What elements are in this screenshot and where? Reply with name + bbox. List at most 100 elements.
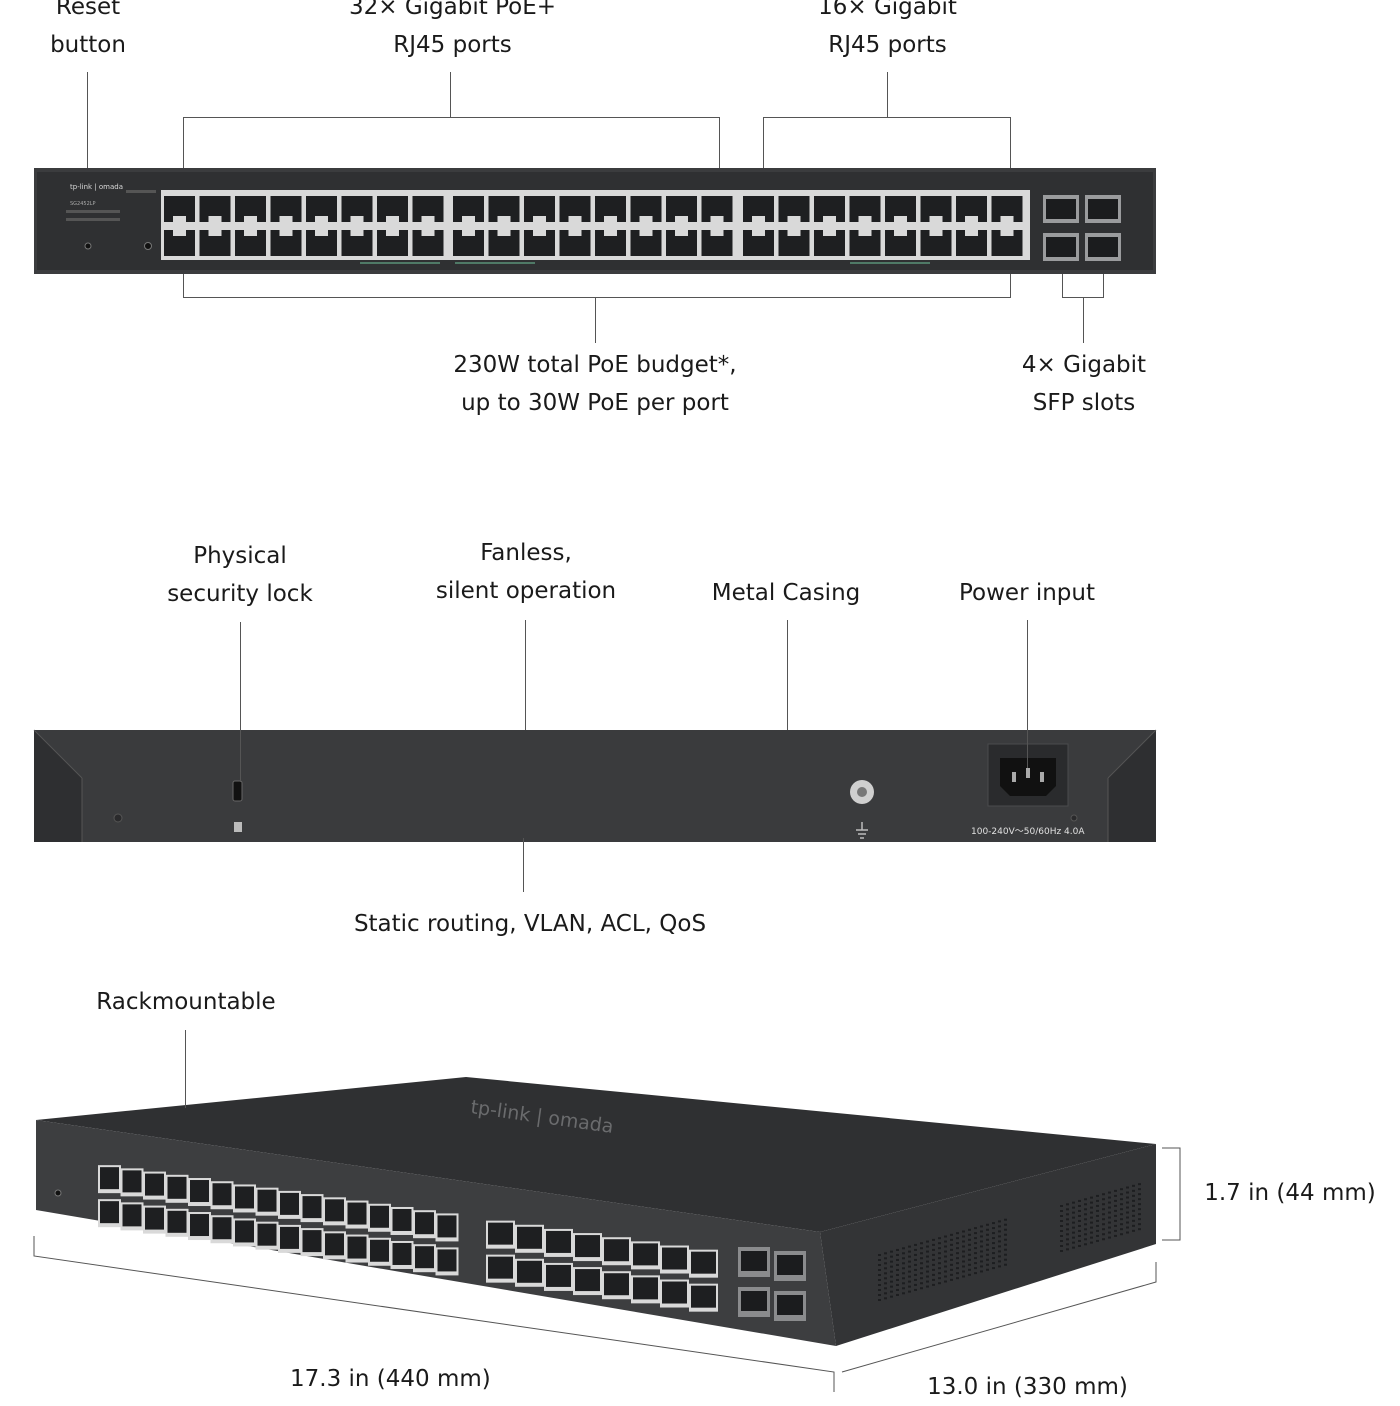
rear-right-bevel bbox=[1108, 730, 1156, 842]
vent-hole bbox=[908, 1260, 911, 1263]
vent-hole bbox=[998, 1225, 1001, 1228]
vent-hole bbox=[980, 1270, 983, 1273]
vent-hole bbox=[1072, 1211, 1075, 1214]
vent-hole bbox=[944, 1280, 947, 1283]
front-rj45-ports bbox=[161, 190, 1030, 260]
rear-left-bevel bbox=[34, 730, 82, 842]
front-panel: tp-link | omada SG2452LP bbox=[34, 168, 1156, 274]
vent-hole bbox=[992, 1227, 995, 1230]
rj45-port-latch bbox=[173, 230, 186, 236]
poe-ports-label: 32× Gigabit PoE+ RJ45 ports bbox=[349, 0, 556, 58]
vent-hole bbox=[890, 1290, 893, 1293]
vent-hole bbox=[884, 1277, 887, 1280]
vent-hole bbox=[1084, 1223, 1087, 1226]
vent-hole bbox=[932, 1258, 935, 1261]
vent-hole bbox=[986, 1238, 989, 1241]
vent-hole bbox=[926, 1245, 929, 1248]
rj45-port-latch bbox=[421, 230, 435, 236]
iso-rj45-port bbox=[691, 1251, 716, 1274]
vent-hole bbox=[1102, 1198, 1105, 1201]
ground-icon bbox=[856, 822, 868, 839]
vent-hole bbox=[950, 1233, 953, 1236]
vent-hole bbox=[902, 1267, 905, 1270]
vent-hole bbox=[1138, 1228, 1141, 1231]
vent-hole bbox=[1078, 1219, 1081, 1222]
vent-hole bbox=[974, 1267, 977, 1270]
rj45-port-latch bbox=[675, 230, 688, 236]
iso-rj45-port bbox=[145, 1173, 164, 1196]
rj45-port-latch bbox=[1000, 216, 1014, 222]
sfp-bracket-left bbox=[1062, 262, 1063, 298]
isometric-view: tp-link | omada bbox=[33, 1077, 1181, 1392]
sfp-slots-label: 4× Gigabit SFP slots bbox=[1021, 352, 1147, 416]
vent-hole bbox=[920, 1282, 923, 1285]
iso-rj45-port bbox=[347, 1202, 367, 1225]
iso-rj45-port bbox=[370, 1239, 389, 1262]
vent-hole bbox=[1096, 1194, 1099, 1197]
vent-hole bbox=[956, 1272, 959, 1275]
rj45-port-latch bbox=[279, 230, 293, 236]
iso-rj45-port bbox=[517, 1260, 542, 1283]
vent-hole bbox=[914, 1273, 917, 1276]
vent-hole bbox=[1084, 1233, 1087, 1236]
vent-hole bbox=[1126, 1226, 1129, 1229]
vent-hole bbox=[944, 1245, 947, 1248]
vent-hole bbox=[902, 1247, 905, 1250]
power-input-label: Power input bbox=[958, 580, 1095, 606]
vent-hole bbox=[1096, 1219, 1099, 1222]
vent-hole bbox=[944, 1260, 947, 1263]
poe-bracket-right bbox=[719, 117, 720, 177]
vent-hole bbox=[1120, 1203, 1123, 1206]
vent-hole bbox=[884, 1257, 887, 1260]
gigabit-bracket-left bbox=[763, 117, 764, 177]
iso-rj45-port bbox=[488, 1256, 513, 1279]
vent-hole bbox=[1072, 1236, 1075, 1239]
vent-hole bbox=[884, 1267, 887, 1270]
vent-hole bbox=[932, 1273, 935, 1276]
vent-hole bbox=[962, 1245, 965, 1248]
front-legend-strip bbox=[455, 262, 535, 264]
vent-hole bbox=[896, 1263, 899, 1266]
vent-hole bbox=[968, 1233, 971, 1236]
vent-hole bbox=[938, 1237, 941, 1240]
vent-hole bbox=[1102, 1223, 1105, 1226]
vent-hole bbox=[938, 1252, 941, 1255]
vent-hole bbox=[920, 1257, 923, 1260]
vent-hole bbox=[1126, 1206, 1129, 1209]
vent-hole bbox=[914, 1248, 917, 1251]
vent-hole bbox=[1108, 1191, 1111, 1194]
vent-hole bbox=[908, 1290, 911, 1293]
vent-hole bbox=[992, 1257, 995, 1260]
vent-hole bbox=[884, 1252, 887, 1255]
rj45-port-latch bbox=[497, 230, 511, 236]
rj45-port-latch bbox=[894, 230, 907, 236]
vent-hole bbox=[986, 1258, 989, 1261]
vent-hole bbox=[974, 1242, 977, 1245]
vent-hole bbox=[1132, 1219, 1135, 1222]
vent-hole bbox=[1066, 1208, 1069, 1211]
security-lock-label: Physical security lock bbox=[167, 543, 313, 607]
vent-hole bbox=[902, 1262, 905, 1265]
iso-rj45-port bbox=[415, 1212, 434, 1235]
vent-hole bbox=[1072, 1241, 1075, 1244]
rear-panel: 100-240V～50/60Hz 4.0A bbox=[33, 729, 1157, 842]
iso-rj45-port bbox=[633, 1243, 658, 1266]
vent-hole bbox=[1138, 1183, 1141, 1186]
vent-hole bbox=[980, 1255, 983, 1258]
rear-screw bbox=[113, 813, 123, 823]
vent-hole bbox=[1078, 1204, 1081, 1207]
vent-hole bbox=[1108, 1211, 1111, 1214]
vent-hole bbox=[956, 1257, 959, 1260]
vent-hole bbox=[1120, 1198, 1123, 1201]
vent-hole bbox=[1072, 1221, 1075, 1224]
vent-hole bbox=[1084, 1203, 1087, 1206]
vent-hole bbox=[1090, 1216, 1093, 1219]
vent-hole bbox=[998, 1250, 1001, 1253]
front-desc-line bbox=[66, 218, 120, 221]
vent-hole bbox=[932, 1283, 935, 1286]
vent-hole bbox=[938, 1272, 941, 1275]
vent-hole bbox=[920, 1272, 923, 1275]
rj45-port-latch bbox=[244, 216, 257, 222]
vent-hole bbox=[932, 1243, 935, 1246]
